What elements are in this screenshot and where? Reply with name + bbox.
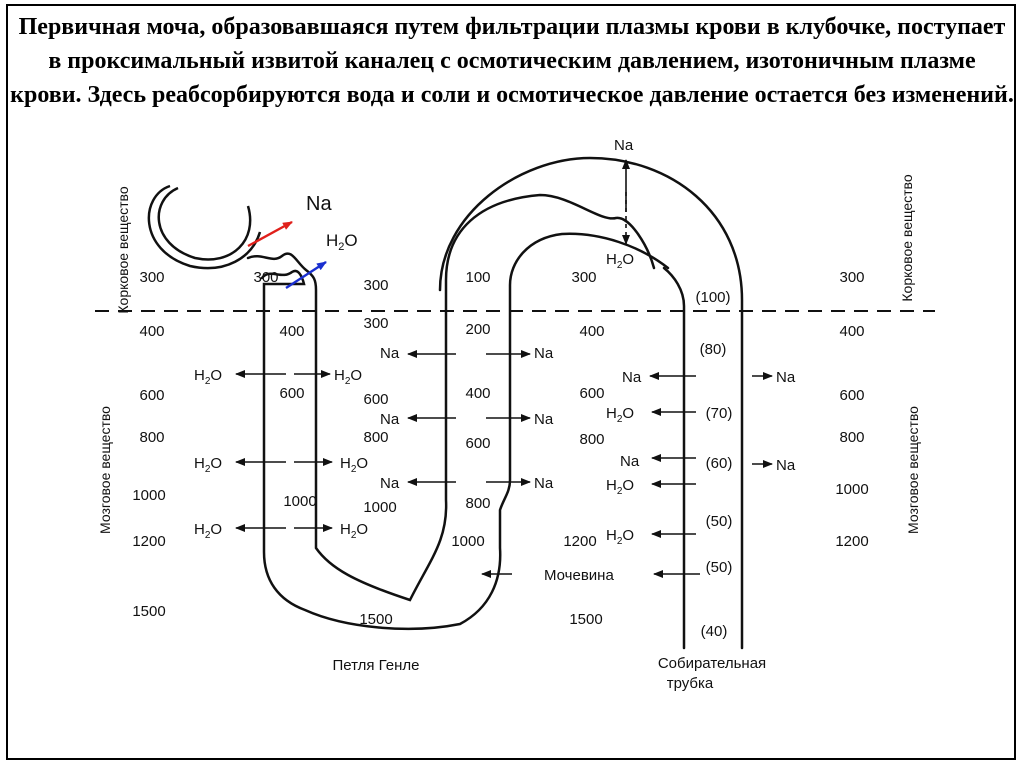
svg-text:1000: 1000 <box>283 493 316 510</box>
svg-text:Na: Na <box>622 369 642 386</box>
svg-text:Na: Na <box>380 475 400 492</box>
svg-text:300: 300 <box>839 269 864 286</box>
loop-of-henle-label: Петля Генле <box>332 657 419 674</box>
svg-text:(50): (50) <box>706 559 733 576</box>
svg-text:400: 400 <box>579 323 604 340</box>
duct-values: (100) (80) (70) (60) (50) (50) (40) <box>695 289 732 640</box>
svg-text:600: 600 <box>363 391 388 408</box>
svg-text:800: 800 <box>139 429 164 446</box>
urea-label: Мочевина <box>544 567 614 584</box>
svg-text:1000: 1000 <box>451 533 484 550</box>
cortex-label-left: Корковое вещество <box>115 186 131 313</box>
svg-text:H2O: H2O <box>194 521 222 541</box>
svg-text:1200: 1200 <box>132 533 165 550</box>
svg-text:(40): (40) <box>701 623 728 640</box>
na-arrow-red <box>247 220 293 248</box>
svg-text:100: 100 <box>465 269 490 286</box>
svg-text:800: 800 <box>579 431 604 448</box>
svg-text:300: 300 <box>571 269 596 286</box>
svg-text:(70): (70) <box>706 405 733 422</box>
svg-text:Na: Na <box>776 369 796 386</box>
interstitium-left-values: 300 300 600 800 1000 <box>363 277 396 516</box>
svg-text:600: 600 <box>279 385 304 402</box>
svg-text:Na: Na <box>614 137 634 154</box>
h2o-labels: H2O H2O H2O H2O H2O H2O H2O H2O H2O H2O … <box>194 231 634 547</box>
svg-text:1500: 1500 <box>132 603 165 620</box>
svg-text:1500: 1500 <box>569 611 602 628</box>
svg-text:300: 300 <box>253 269 278 286</box>
svg-text:400: 400 <box>279 323 304 340</box>
glomerulus <box>147 184 262 270</box>
interstitium-right-values: 300 400 600 800 1200 <box>563 269 604 550</box>
svg-text:1200: 1200 <box>563 533 596 550</box>
svg-text:H2O: H2O <box>340 455 368 475</box>
svg-text:Na: Na <box>380 411 400 428</box>
svg-text:600: 600 <box>579 385 604 402</box>
svg-text:Na: Na <box>534 475 554 492</box>
cortex-label-right: Корковое вещество <box>899 174 915 301</box>
medulla-label-right: Мозговое вещество <box>905 406 921 534</box>
svg-text:(100): (100) <box>695 289 730 306</box>
svg-text:Na: Na <box>306 193 332 215</box>
svg-text:H2O: H2O <box>606 477 634 497</box>
svg-text:600: 600 <box>465 435 490 452</box>
svg-text:Na: Na <box>534 345 554 362</box>
svg-text:H2O: H2O <box>606 527 634 547</box>
svg-text:300: 300 <box>139 269 164 286</box>
svg-text:300: 300 <box>363 277 388 294</box>
nephron-tubule <box>246 193 670 631</box>
collecting-duct-label-2: трубка <box>667 675 714 692</box>
svg-text:400: 400 <box>465 385 490 402</box>
svg-text:H2O: H2O <box>194 367 222 387</box>
ascending-values: 100 200 400 600 800 1000 <box>451 269 490 550</box>
svg-text:(50): (50) <box>706 513 733 530</box>
svg-text:600: 600 <box>839 387 864 404</box>
slide-frame <box>6 4 1016 760</box>
bottom-values: 1500 1500 <box>359 611 602 628</box>
svg-text:H2O: H2O <box>194 455 222 475</box>
medulla-label-left: Мозговое вещество <box>97 406 113 534</box>
svg-text:200: 200 <box>465 321 490 338</box>
svg-text:H2O: H2O <box>326 231 358 253</box>
svg-text:800: 800 <box>363 429 388 446</box>
slide-heading: Первичная моча, образовавшаяся путем фил… <box>10 14 1014 108</box>
svg-text:Na: Na <box>620 453 640 470</box>
svg-text:H2O: H2O <box>334 367 362 387</box>
na-labels: Na Na Na Na Na Na Na Na Na Na Na Na <box>306 137 796 492</box>
svg-text:1200: 1200 <box>835 533 868 550</box>
svg-text:H2O: H2O <box>606 405 634 425</box>
svg-text:(80): (80) <box>700 341 727 358</box>
svg-text:1000: 1000 <box>132 487 165 504</box>
svg-text:Na: Na <box>776 457 796 474</box>
svg-text:300: 300 <box>363 315 388 332</box>
svg-text:Na: Na <box>380 345 400 362</box>
svg-text:1000: 1000 <box>835 481 868 498</box>
svg-text:H2O: H2O <box>340 521 368 541</box>
svg-text:400: 400 <box>839 323 864 340</box>
svg-text:800: 800 <box>839 429 864 446</box>
svg-text:Na: Na <box>534 411 554 428</box>
svg-text:1500: 1500 <box>359 611 392 628</box>
svg-text:800: 800 <box>465 495 490 512</box>
svg-text:400: 400 <box>139 323 164 340</box>
svg-text:1000: 1000 <box>363 499 396 516</box>
svg-text:600: 600 <box>139 387 164 404</box>
svg-text:H2O: H2O <box>606 251 634 271</box>
h2o-arrow-blue <box>285 260 327 290</box>
transport-arrows <box>235 159 773 578</box>
collecting-duct-label-1: Собирательная <box>658 655 766 672</box>
left-scale: 300 400 600 800 1000 1200 1500 <box>132 269 165 620</box>
collecting-duct <box>438 156 744 650</box>
right-scale: 300 400 600 800 1000 1200 <box>835 269 868 550</box>
proximal-values: 300 400 600 1000 <box>253 269 316 510</box>
svg-text:(60): (60) <box>706 455 733 472</box>
